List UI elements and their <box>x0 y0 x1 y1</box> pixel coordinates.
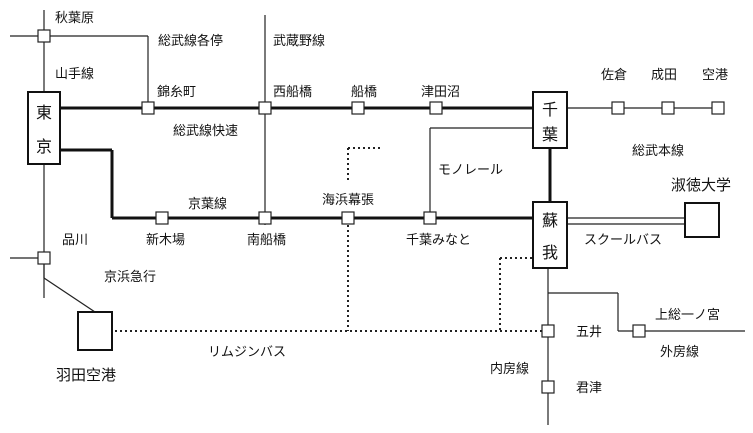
hub-soga-label-1: 蘇 <box>542 211 558 230</box>
station-kuko-label: 空港 <box>702 68 728 83</box>
station-goi-marker[interactable] <box>541 324 555 338</box>
line-keikyu-label: 京浜急行 <box>104 270 156 285</box>
line-keiyo-label: 京葉線 <box>188 196 227 212</box>
station-kaihinmakuhari-label: 海浜幕張 <box>322 193 374 208</box>
hub-chiba-label-1: 千 <box>542 100 558 119</box>
hub-tokyo-box[interactable] <box>27 91 61 165</box>
hub-chiba-box[interactable] <box>532 91 568 149</box>
line-school-bus-label: スクールバス <box>584 233 662 248</box>
haneda-box[interactable] <box>77 311 113 351</box>
line-uchibo-label: 内房線 <box>490 361 529 377</box>
station-chibaminato-label: 千葉みなと <box>406 233 471 248</box>
station-tsudanuma-marker[interactable] <box>429 101 443 115</box>
station-chibaminato-marker[interactable] <box>423 211 437 225</box>
university-box[interactable] <box>684 202 720 238</box>
station-goi-label: 五井 <box>576 325 602 340</box>
station-nishifunabashi-marker[interactable] <box>258 101 272 115</box>
line-musashino-label: 武蔵野線 <box>273 33 325 49</box>
station-minamifunabashi-marker[interactable] <box>258 211 272 225</box>
haneda-label: 羽田空港 <box>56 366 116 384</box>
station-kimitsu-marker[interactable] <box>541 380 555 394</box>
station-kimitsu-label: 君津 <box>576 381 602 396</box>
station-funabashi-label: 船橋 <box>351 85 377 100</box>
hub-tokyo-label-1: 東 <box>36 103 52 122</box>
station-akihabara-marker[interactable] <box>37 29 51 43</box>
keikyu-line-diag <box>43 277 96 313</box>
station-nishikicho-marker[interactable] <box>141 101 155 115</box>
station-shinagawa-label: 品川 <box>62 233 88 248</box>
university-label: 淑徳大学 <box>671 176 731 194</box>
line-sobu-local-label: 総武線各停 <box>158 33 223 49</box>
station-tsudanuma-label: 津田沼 <box>421 85 460 100</box>
line-limousine-bus-label: リムジンバス <box>208 345 286 360</box>
hub-chiba-label-2: 葉 <box>542 125 558 144</box>
station-funabashi-marker[interactable] <box>351 101 365 115</box>
station-sakura-marker[interactable] <box>611 101 625 115</box>
line-sotobo-label: 外房線 <box>660 344 699 360</box>
hub-soga-label-2: 我 <box>542 243 558 262</box>
line-sobu-main-label: 総武本線 <box>632 143 684 159</box>
station-kazusaichinomiya-label: 上総一ノ宮 <box>655 307 720 323</box>
station-shinagawa-marker[interactable] <box>37 251 51 265</box>
hub-tokyo-label-2: 京 <box>36 137 52 156</box>
station-sakura-label: 佐倉 <box>601 68 627 83</box>
station-kuko-marker[interactable] <box>711 101 725 115</box>
station-narita-label: 成田 <box>651 68 677 83</box>
line-sobu-rapid-label: 総武線快速 <box>173 123 238 139</box>
station-minamifunabashi-label: 南船橋 <box>247 232 286 248</box>
station-kazusaichinomiya-marker[interactable] <box>632 324 646 338</box>
line-yamanote-label: 山手線 <box>55 66 94 82</box>
station-nishikicho-label: 錦糸町 <box>157 84 196 100</box>
hub-soga-box[interactable] <box>532 201 568 269</box>
station-nishifunabashi-label: 西船橋 <box>273 85 312 100</box>
line-monorail-label: モノレール <box>438 163 503 178</box>
station-shinkiba-marker[interactable] <box>155 211 169 225</box>
station-kaihinmakuhari-marker[interactable] <box>341 211 355 225</box>
station-akihabara-label: 秋葉原 <box>55 11 94 26</box>
station-shinkiba-label: 新木場 <box>146 232 185 248</box>
station-narita-marker[interactable] <box>661 101 675 115</box>
